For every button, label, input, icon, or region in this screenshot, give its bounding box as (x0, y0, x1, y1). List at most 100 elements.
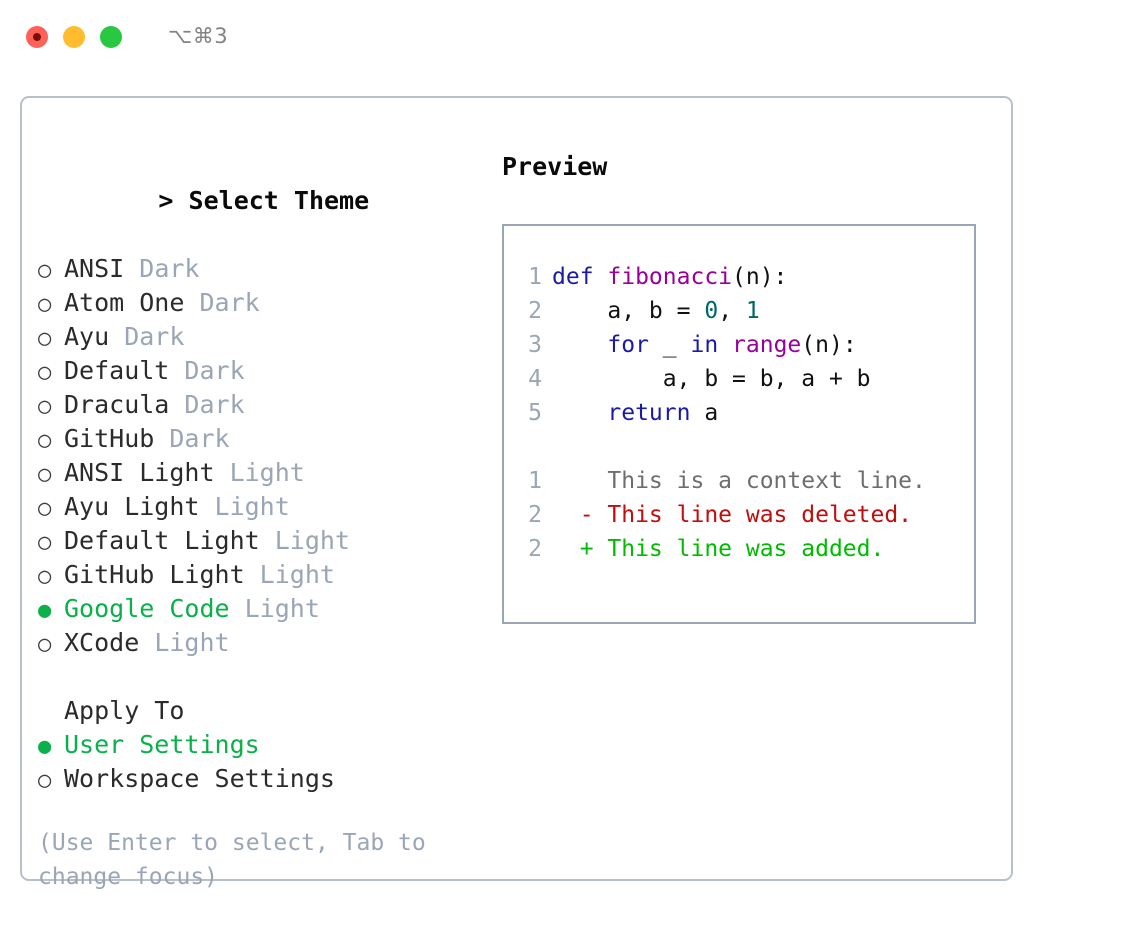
theme-option-variant: Light (139, 628, 230, 657)
radio-unselected-icon: ○ (38, 632, 52, 657)
apply-option-user-settings[interactable]: ●User Settings (38, 728, 488, 762)
zoom-button-icon[interactable] (100, 26, 122, 48)
theme-option-variant: Dark (184, 288, 260, 317)
radio-unselected-icon: ○ (38, 360, 52, 385)
theme-option-atom-one[interactable]: ○ Atom One Dark (38, 286, 488, 320)
code-token-plain (718, 332, 732, 358)
diff-line-add: 2 + This line was added. (518, 532, 974, 566)
code-line-number: 2 (528, 298, 542, 324)
code-token-plain: a, b = (552, 298, 705, 324)
list-spacer (38, 660, 488, 694)
code-line-content: a, b = 0, 1 (552, 294, 760, 328)
radio-unselected-icon: ○ (38, 428, 52, 453)
code-token-kw: in (690, 332, 719, 358)
theme-option-label: Default (64, 356, 170, 385)
minimize-button-icon[interactable] (63, 26, 85, 48)
close-button-icon[interactable] (26, 26, 48, 48)
diff-marker (552, 468, 607, 494)
theme-option-ayu-light[interactable]: ○ Ayu Light Light (38, 490, 488, 524)
diff-marker: + (552, 536, 608, 562)
keyboard-hint-text: (Use Enter to select, Tab to change focu… (38, 830, 426, 890)
theme-option-ansi-light[interactable]: ○ANSI Light Light (38, 456, 488, 490)
code-token-plain: , (718, 298, 746, 324)
apply-to-title: Apply To (64, 696, 185, 725)
apply-option-workspace-settings[interactable]: ○Workspace Settings (38, 762, 488, 796)
code-line: 2 a, b = 0, 1 (518, 294, 974, 328)
theme-option-label: GitHub Light (64, 560, 245, 589)
radio-unselected-icon: ○ (38, 292, 52, 317)
theme-option-ansi[interactable]: ○ANSI Dark (38, 252, 488, 286)
code-token-plain: a, b = b, a + b (552, 366, 871, 392)
code-token-plain (552, 332, 607, 358)
diff-line-text: This line was deleted. (607, 502, 913, 528)
theme-option-variant: Dark (124, 254, 200, 283)
diff-line-ctx: 1 This is a context line. (518, 464, 974, 498)
theme-option-ayu[interactable]: ○Ayu Dark (38, 320, 488, 354)
theme-option-github-light[interactable]: ○ GitHub Light Light (38, 558, 488, 592)
theme-option-label: Default Light (64, 526, 260, 555)
code-token-num: 1 (745, 298, 760, 324)
theme-option-dracula[interactable]: ○Dracula Dark (38, 388, 488, 422)
preview-gap (518, 430, 974, 464)
theme-option-label: Ayu Light (64, 492, 200, 521)
theme-option-variant: Dark (154, 424, 230, 453)
code-token-plain (552, 400, 607, 426)
prompt-caret-icon: > (158, 186, 174, 215)
select-theme-heading: > Select Theme (38, 150, 488, 252)
diff-preview-block: 1 This is a context line.2 - This line w… (518, 464, 974, 566)
code-token-plain: a (690, 400, 719, 426)
code-line-number: 5 (528, 400, 542, 426)
title-bar: ⌥⌘3 (0, 0, 1140, 78)
diff-line-content: - This line was deleted. (552, 498, 912, 532)
diff-line-number: 2 (528, 502, 542, 528)
radio-unselected-icon: ○ (38, 326, 52, 351)
diff-line-text: This is a context line. (607, 468, 926, 494)
theme-option-variant: Light (199, 492, 290, 521)
radio-unselected-icon: ○ (38, 530, 52, 555)
preview-heading: Preview (502, 152, 608, 181)
diff-line-number: 1 (528, 468, 542, 494)
theme-option-variant: Light (244, 560, 335, 589)
theme-option-google-code[interactable]: ●Google Code Light (38, 592, 488, 626)
code-line-content: def fibonacci(n): (552, 260, 787, 294)
code-token-plain: (n): (801, 332, 857, 358)
apply-option-label: User Settings (64, 730, 260, 759)
main-panel: > Select Theme ○ANSI Dark○Atom One Dark○… (20, 96, 1013, 890)
apply-to-list: ●User Settings○Workspace Settings (38, 728, 488, 796)
radio-selected-icon: ● (38, 598, 52, 623)
radio-unselected-icon: ○ (38, 496, 52, 521)
diff-line-number: 2 (528, 536, 542, 562)
code-token-kw: return (607, 400, 691, 426)
code-line-content: a, b = b, a + b (552, 362, 871, 396)
theme-option-default[interactable]: ○ Default Dark (38, 354, 488, 388)
theme-option-label: Atom One (64, 288, 185, 317)
theme-option-github[interactable]: ○GitHub Dark (38, 422, 488, 456)
select-theme-title: Select Theme (188, 186, 370, 215)
code-token-kw: def (552, 264, 608, 290)
theme-option-variant: Dark (169, 356, 245, 385)
diff-line-del: 2 - This line was deleted. (518, 498, 974, 532)
code-token-plain: (n): (732, 264, 788, 290)
code-line-content: for _ in range(n): (552, 328, 857, 362)
diff-line-content: + This line was added. (552, 532, 885, 566)
apply-to-heading: Apply To (38, 694, 488, 728)
keyboard-shortcut-label: ⌥⌘3 (168, 24, 229, 48)
radio-unselected-icon: ○ (38, 564, 52, 589)
theme-option-label: ANSI (64, 254, 125, 283)
theme-list: ○ANSI Dark○Atom One Dark○Ayu Dark○Defaul… (38, 252, 488, 660)
diff-line-content: This is a context line. (552, 464, 926, 498)
code-token-fn: fibonacci (607, 264, 733, 290)
code-line: 3 for _ in range(n): (518, 328, 974, 362)
theme-option-variant: Dark (109, 322, 185, 351)
theme-option-label: Google Code (64, 594, 230, 623)
code-line: 4 a, b = b, a + b (518, 362, 974, 396)
theme-option-xcode[interactable]: ○ XCode Light (38, 626, 488, 660)
code-line: 5 return a (518, 396, 974, 430)
theme-option-default-light[interactable]: ○Default Light Light (38, 524, 488, 558)
theme-option-label: XCode (64, 628, 140, 657)
apply-to-indent (38, 696, 64, 730)
